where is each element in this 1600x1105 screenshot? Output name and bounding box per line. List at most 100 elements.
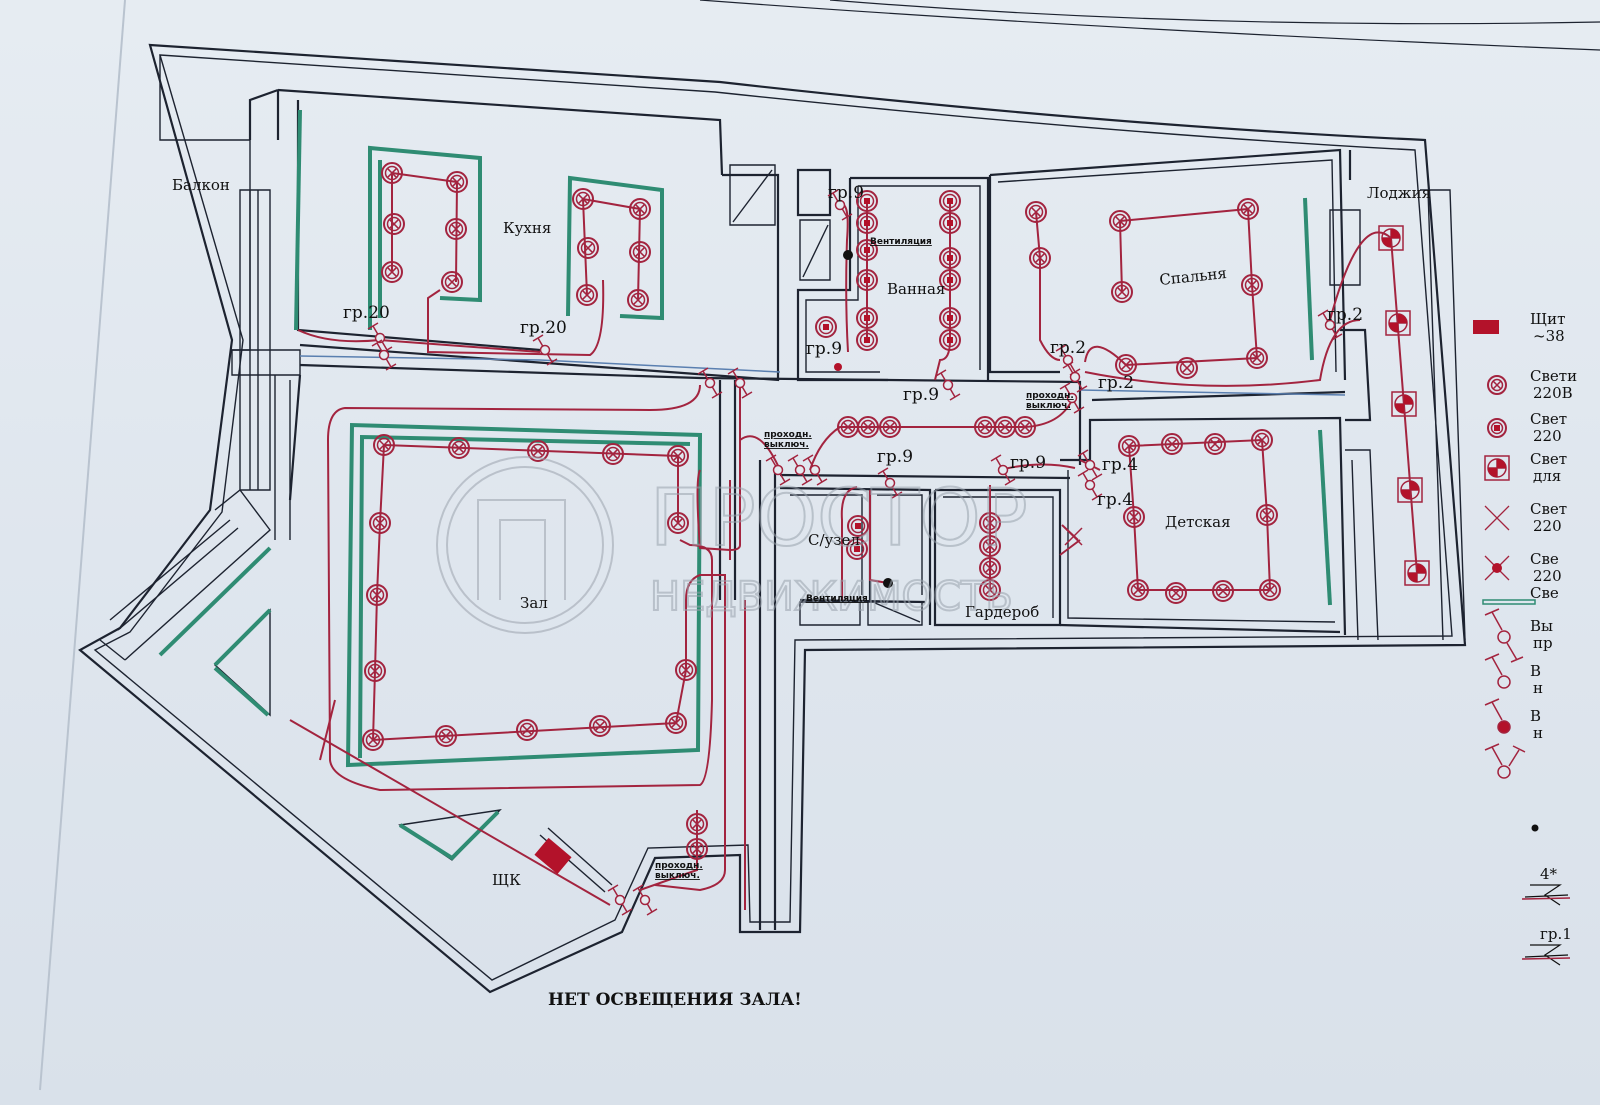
luminaire-x-icon <box>369 512 391 534</box>
legend-item-line-gr1: гр.1 <box>1521 925 1572 966</box>
luminaire-x-icon <box>837 416 859 438</box>
switch-icon <box>607 884 633 916</box>
legend-text: н <box>1533 679 1543 697</box>
switch-icon <box>1055 344 1081 376</box>
luminaire-x-icon <box>667 512 689 534</box>
luminaire-x-icon <box>572 188 594 210</box>
group-label: гр.20 <box>520 318 567 338</box>
group-label: гр.4 <box>1102 455 1138 475</box>
legend-item-switch-double <box>1484 743 1526 779</box>
luminaire-hatched-icon <box>1385 310 1411 336</box>
legend-text: Щит <box>1530 310 1565 328</box>
luminaire-square-icon <box>939 329 961 351</box>
group-label: гр.9 <box>806 339 842 359</box>
luminaire-hatched-icon <box>1391 391 1417 417</box>
luminaire-x-icon <box>589 715 611 737</box>
switch-icon <box>1059 382 1085 414</box>
room-label-bedroom: Спальня <box>1159 264 1228 289</box>
switch-icon <box>367 322 393 354</box>
luminaire-x-icon <box>686 838 708 860</box>
luminaire-x-icon <box>994 416 1016 438</box>
group-label: гр.4 <box>1097 490 1133 510</box>
pass-switch-label: выключ. <box>1026 401 1071 411</box>
luminaire-x-icon <box>979 579 1001 601</box>
luminaire-x-icon <box>516 719 538 741</box>
legend-text: Све <box>1530 584 1559 602</box>
sheet-border-line <box>829 0 1600 25</box>
luminaire-x-icon <box>1111 281 1133 303</box>
luminaire-x-icon <box>383 213 405 235</box>
luminaire-x-icon <box>1165 582 1187 604</box>
group-label: гр.9 <box>903 385 939 405</box>
luminaire-x-icon <box>1241 274 1263 296</box>
luminaire-x-icon <box>448 437 470 459</box>
luminaire-x-icon <box>1237 198 1259 220</box>
switch-icon <box>935 369 961 401</box>
switch-icon <box>802 454 828 486</box>
luminaire-square-icon <box>856 307 878 329</box>
luminaire-x-icon <box>1115 354 1137 376</box>
ventilation-point <box>843 250 853 260</box>
legend-text: 220 <box>1533 517 1562 535</box>
legend-text: Свет <box>1530 410 1567 428</box>
luminaire-x-icon <box>446 171 468 193</box>
switch-icon <box>632 884 658 916</box>
switch-icon <box>1077 449 1103 481</box>
luminaire-x-icon <box>445 218 467 240</box>
legend-item-switch-open: Вн <box>1484 653 1543 697</box>
room-label-hall: Зал <box>520 594 548 612</box>
luminaire-x-icon <box>629 241 651 263</box>
switch-icon <box>765 454 791 486</box>
luminaire-x-icon <box>627 289 649 311</box>
luminaire-x-icon <box>1204 433 1226 455</box>
luminaire-x-icon <box>1246 347 1268 369</box>
group-label: гр.20 <box>343 303 390 323</box>
room-label-wc: С/узел <box>808 531 860 549</box>
luminaire-x-icon <box>364 660 386 682</box>
luminaire-x-icon <box>1251 429 1273 451</box>
luminaire-x-icon <box>577 237 599 259</box>
luminaire-square-icon <box>939 307 961 329</box>
luminaire-square-icon <box>847 515 869 537</box>
legend-item-green-strip: Све <box>1482 584 1559 605</box>
luminaire-hatched-icon <box>1397 477 1423 503</box>
legend-text: пр <box>1533 634 1553 652</box>
group-label: гр.2 <box>1050 338 1086 358</box>
switch-icon <box>697 367 723 399</box>
legend-item-line-4: 4* <box>1521 865 1571 906</box>
room-label-balcony: Балкон <box>172 176 230 194</box>
luminaire-x-icon <box>1014 416 1036 438</box>
luminaire-square-icon <box>856 212 878 234</box>
luminaire-x-icon <box>373 434 395 456</box>
luminaire-x-icon <box>1123 506 1145 528</box>
luminaire-square-icon <box>939 212 961 234</box>
legend-text: В <box>1530 707 1541 725</box>
luminaire-x-icon <box>1161 433 1183 455</box>
switch-icon <box>727 367 753 399</box>
luminaire-hatched-icon <box>1484 455 1510 481</box>
legend-text: гр.1 <box>1540 925 1572 943</box>
legend-text: Све <box>1530 550 1559 568</box>
legend-text: Свет <box>1530 450 1567 468</box>
electrical-panel-shk <box>534 837 572 875</box>
warning-note: НЕТ ОСВЕЩЕНИЯ ЗАЛА! <box>548 990 802 1010</box>
watermark: ПРОСТОР НЕДВИЖИМОСТЬ <box>436 456 1029 634</box>
legend-text: для <box>1533 467 1561 485</box>
luminaire-square-icon <box>1487 418 1507 438</box>
switch-point <box>834 363 842 371</box>
luminaire-square-icon <box>939 190 961 212</box>
watermark-subtext: НЕДВИЖИМОСТЬ <box>650 574 1013 620</box>
luminaire-square-icon <box>856 269 878 291</box>
luminaire-square-icon <box>856 190 878 212</box>
legend-item-switch-filled: Вн <box>1484 698 1543 742</box>
legend-item-panel: Щит~38 <box>1530 310 1565 345</box>
luminaire-x-icon <box>366 584 388 606</box>
pass-switch-label: выключ. <box>764 440 809 450</box>
luminaire-hatched-icon <box>1378 225 1404 251</box>
switches <box>367 189 1343 916</box>
luminaire-x-icon <box>1256 504 1278 526</box>
